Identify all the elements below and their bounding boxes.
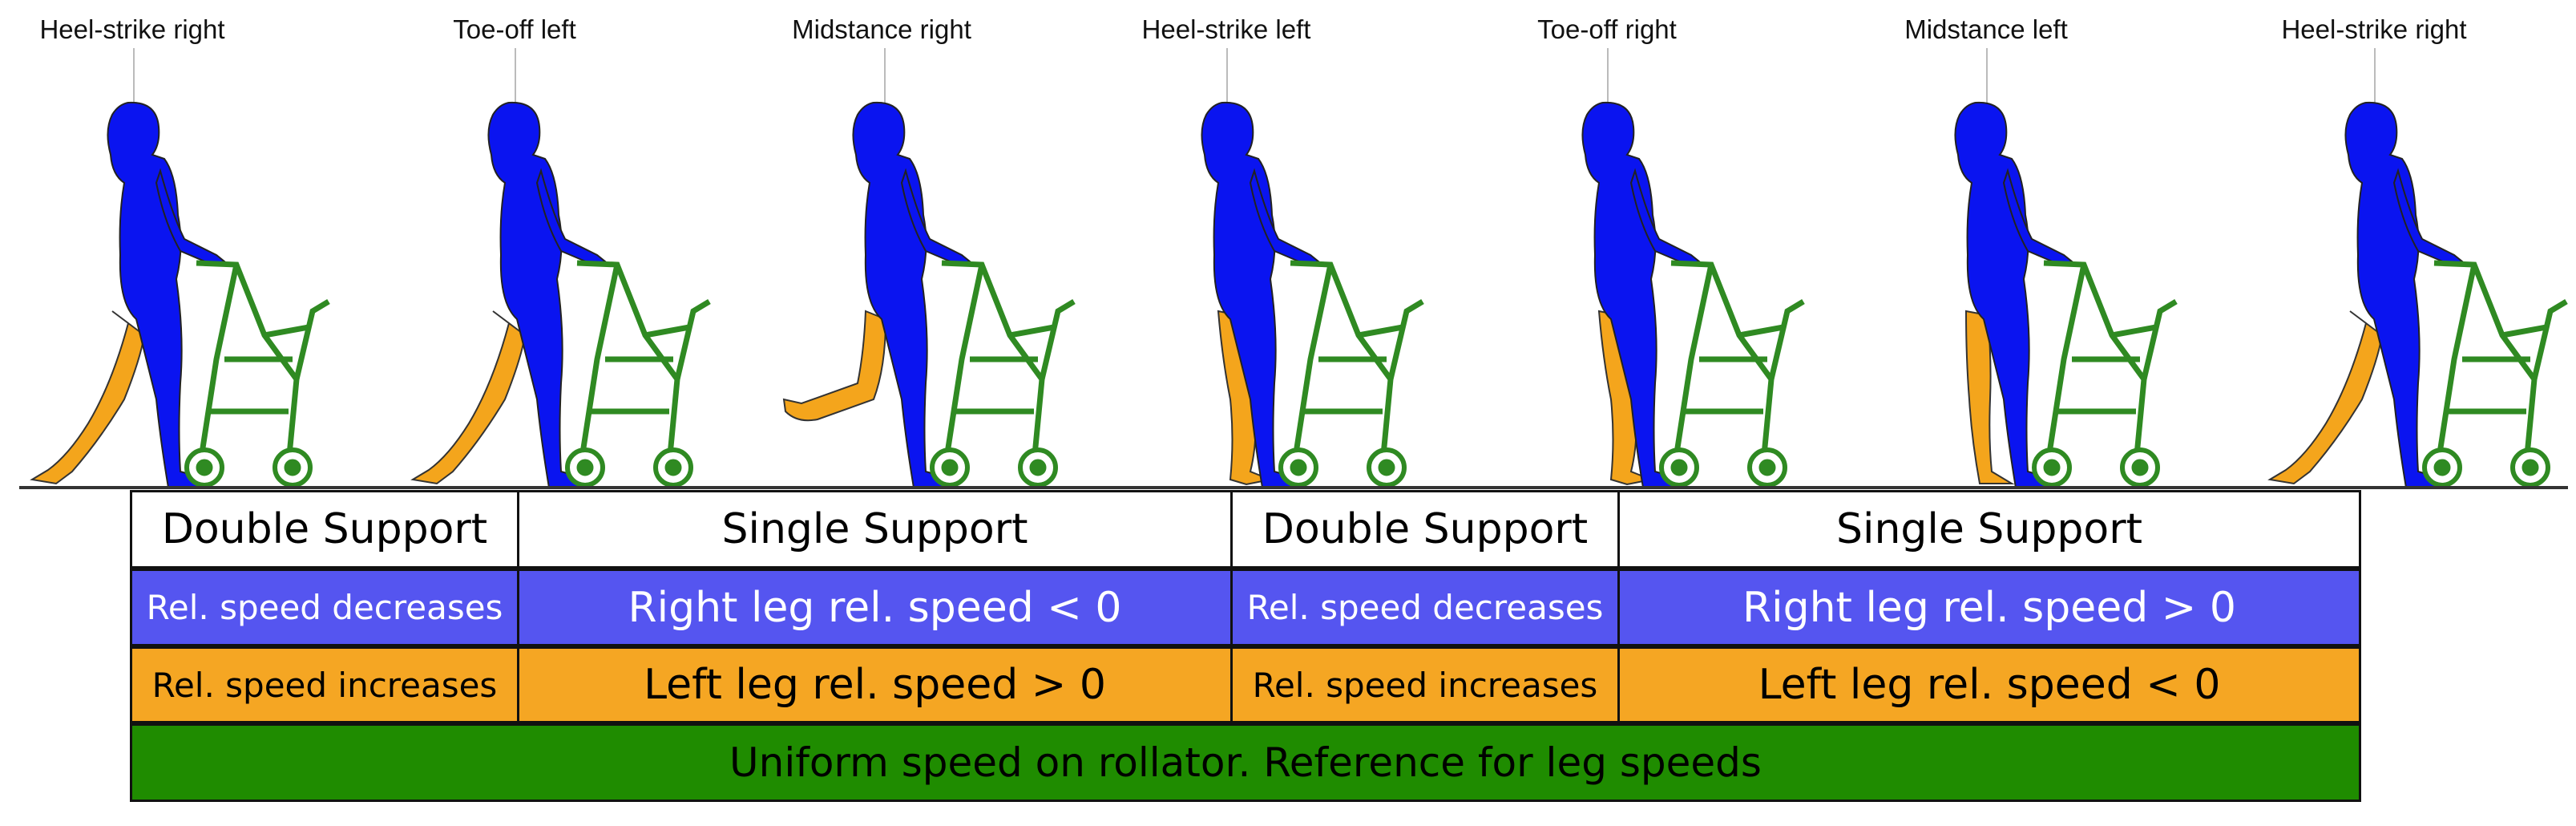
- phase-label-5: Toe-off right: [1537, 14, 1677, 44]
- left-leg-cell-1: Rel. speed increases: [130, 646, 519, 723]
- person-body-2: [487, 101, 595, 488]
- phase-tick-6: [1986, 48, 1988, 104]
- walker-figure-4: [1201, 101, 1424, 488]
- walker-figure-5: [1581, 101, 1805, 488]
- orange-leg-7: [2267, 310, 2384, 485]
- person-body-1: [107, 101, 214, 488]
- phase-label-1: Heel-strike right: [39, 14, 225, 44]
- orange-leg-3: [782, 310, 887, 422]
- phase-tick-3: [884, 48, 886, 104]
- person-body-4: [1201, 101, 1308, 488]
- orange-leg-2: [410, 310, 527, 485]
- phase-tick-2: [515, 48, 516, 104]
- right-leg-cell-4: Right leg rel. speed > 0: [1617, 569, 2361, 646]
- phase-label-7: Heel-strike right: [2281, 14, 2467, 44]
- phase-label-6: Midstance left: [1904, 14, 2068, 44]
- rollator-2: [565, 260, 711, 488]
- rollator-row: Uniform speed on rollator. Reference for…: [130, 723, 2361, 802]
- rollator-7: [2422, 260, 2568, 488]
- person-body-3: [852, 101, 959, 488]
- right-leg-cell-2: Right leg rel. speed < 0: [517, 569, 1233, 646]
- phase-tick-4: [1226, 48, 1228, 104]
- walker-figure-2: [410, 101, 711, 488]
- support-cell-2: Single Support: [517, 490, 1233, 569]
- phase-tick-5: [1607, 48, 1609, 104]
- right-leg-cell-1: Rel. speed decreases: [130, 569, 519, 646]
- rollator-4: [1278, 260, 1424, 488]
- rollator-5: [1659, 260, 1805, 488]
- walker-figure-7: [2267, 101, 2568, 488]
- phase-tick-7: [2374, 48, 2376, 104]
- walker-figure-1: [30, 101, 330, 488]
- phase-label-4: Heel-strike left: [1141, 14, 1311, 44]
- left-leg-cell-3: Rel. speed increases: [1230, 646, 1620, 723]
- rollator-1: [184, 260, 330, 488]
- support-cell-3: Double Support: [1230, 490, 1620, 569]
- person-body-7: [2344, 101, 2452, 488]
- orange-leg-6: [1964, 310, 2015, 484]
- walker-figure-6: [1954, 101, 2178, 488]
- support-cell-1: Double Support: [130, 490, 519, 569]
- person-body-6: [1954, 101, 2061, 488]
- right-leg-cell-3: Rel. speed decreases: [1230, 569, 1620, 646]
- phase-label-3: Midstance right: [792, 14, 971, 44]
- phase-tick-1: [133, 48, 135, 104]
- person-body-5: [1581, 101, 1689, 488]
- rollator-6: [2032, 260, 2178, 488]
- phase-label-2: Toe-off left: [453, 14, 576, 44]
- left-leg-cell-2: Left leg rel. speed > 0: [517, 646, 1233, 723]
- ground-line: [19, 486, 2568, 489]
- orange-leg-1: [30, 310, 146, 485]
- walker-figure-3: [782, 101, 1076, 488]
- support-cell-4: Single Support: [1617, 490, 2361, 569]
- rollator-3: [930, 260, 1076, 488]
- left-leg-cell-4: Left leg rel. speed < 0: [1617, 646, 2361, 723]
